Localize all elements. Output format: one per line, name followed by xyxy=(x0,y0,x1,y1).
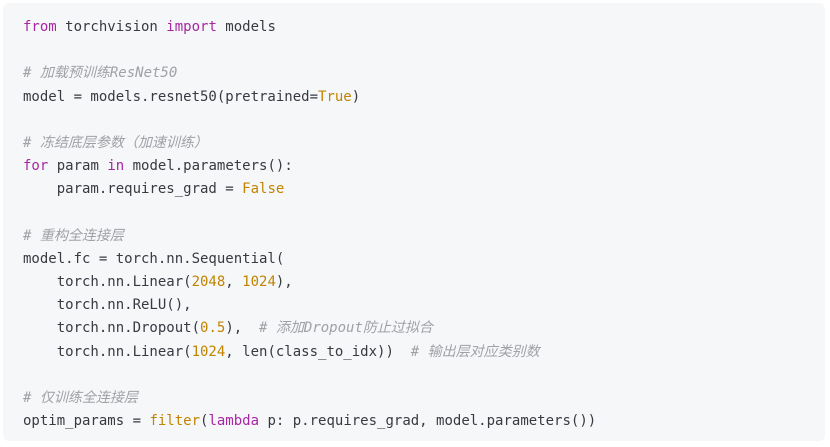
code-token-kw: lambda xyxy=(208,413,260,430)
code-block: from torchvision import models # 加载预训练Re… xyxy=(3,3,825,441)
code-token-plain: models xyxy=(216,19,276,35)
code-token-plain: , len(class_to_idx)) xyxy=(225,343,411,360)
code-token-num: 2048 xyxy=(191,274,226,291)
code-token-comment: # 仅训练全连接层 xyxy=(23,390,138,406)
code-token-plain: torch.nn.Linear( xyxy=(23,343,192,360)
code-token-kw: from xyxy=(23,19,57,35)
code-line: torch.nn.Dropout(0.5), # 添加Dropout防止过拟合 xyxy=(23,317,825,340)
code-token-plain: torch.nn.Dropout( xyxy=(23,320,201,337)
code-token-plain: p: p.requires_grad, model.parameters()) xyxy=(259,413,597,430)
code-line: model = models.resnet50(pretrained=True) xyxy=(23,86,825,109)
code-line: from torchvision import models xyxy=(23,16,825,39)
code-token-plain: model.fc = torch.nn.Sequential( xyxy=(23,250,285,267)
code-token-comment: # 加载预训练ResNet50 xyxy=(23,65,178,82)
code-line: torch.nn.Linear(1024, len(class_to_idx))… xyxy=(23,341,825,364)
code-token-num: False xyxy=(242,181,285,198)
code-line xyxy=(23,202,825,225)
code-token-plain: ) xyxy=(351,88,361,105)
code-line: torch.nn.ReLU(), xyxy=(23,294,825,317)
code-token-plain: param xyxy=(48,158,108,175)
code-token-plain: ), xyxy=(225,320,260,337)
code-line: # 仅训练全连接层 xyxy=(23,387,825,410)
code-token-kw: in xyxy=(107,158,125,175)
code-token-plain: , xyxy=(225,274,243,291)
code-token-comment: # 输出层对应类别数 xyxy=(410,343,540,360)
code-token-plain: model = models.resnet50(pretrained= xyxy=(23,88,319,105)
code-token-num: True xyxy=(318,88,352,105)
code-token-kw: for xyxy=(23,158,49,175)
code-token-num: 0.5 xyxy=(200,320,226,337)
code-token-plain: torch.nn.ReLU(), xyxy=(23,297,192,314)
code-line: # 重构全连接层 xyxy=(23,225,825,248)
code-line: for param in model.parameters(): xyxy=(23,155,825,178)
code-token-plain: torch.nn.Linear( xyxy=(23,274,192,291)
code-lines: from torchvision import models # 加载预训练Re… xyxy=(23,16,825,433)
code-token-kw: import xyxy=(166,19,217,35)
code-line: param.requires_grad = False xyxy=(23,178,825,201)
code-token-plain: param.requires_grad = xyxy=(23,181,243,198)
code-token-plain: ( xyxy=(200,413,209,430)
code-token-num: 1024 xyxy=(242,274,276,291)
code-token-plain: model.parameters(): xyxy=(124,158,293,175)
code-line: optim_params = filter(lambda p: p.requir… xyxy=(23,410,825,433)
code-line: torch.nn.Linear(2048, 1024), xyxy=(23,271,825,294)
code-line xyxy=(23,109,825,132)
code-token-plain: torchvision xyxy=(56,19,167,35)
code-line: model.fc = torch.nn.Sequential( xyxy=(23,248,825,271)
code-line xyxy=(23,39,825,62)
code-token-comment: # 冻结底层参数（加速训练） xyxy=(23,134,208,151)
code-line xyxy=(23,364,825,387)
code-token-num: 1024 xyxy=(191,343,226,360)
code-token-comment: # 重构全连接层 xyxy=(23,227,124,244)
code-token-plain: ), xyxy=(275,274,293,291)
code-token-num: filter xyxy=(149,413,201,430)
code-token-plain: optim_params = xyxy=(23,413,150,430)
code-line: # 加载预训练ResNet50 xyxy=(23,62,825,85)
code-token-comment: # 添加Dropout防止过拟合 xyxy=(259,320,433,337)
code-line: # 冻结底层参数（加速训练） xyxy=(23,132,825,155)
